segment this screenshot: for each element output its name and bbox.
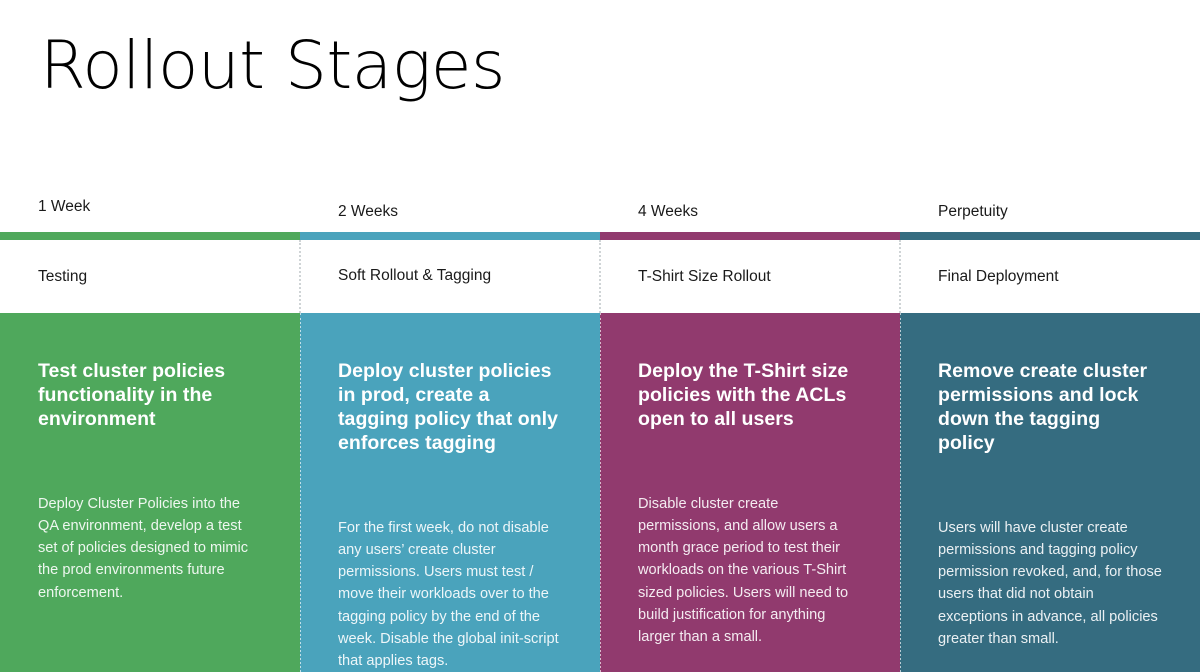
column-separator-dotted	[299, 239, 301, 313]
stage-duration-label: 4 Weeks	[638, 203, 699, 220]
page-title: Rollout Stages	[40, 27, 505, 104]
column-separator-dotted	[599, 240, 601, 313]
stage-column-t-shirt-size-rollout[interactable]: 4 Weeks T-Shirt Size Rollout Deploy the …	[599, 178, 900, 672]
stage-heading: Remove create cluster permissions and lo…	[938, 360, 1148, 454]
stage-accent-bar	[900, 232, 1200, 240]
rollout-stages-grid: 1 Week Testing Test cluster policies fun…	[0, 178, 1200, 672]
stage-column-soft-rollout-and-tagging[interactable]: 2 Weeks Soft Rollout & Tagging Deploy cl…	[299, 178, 600, 672]
stage-duration-label: Perpetuity	[938, 203, 1008, 220]
column-separator-dotted	[900, 313, 901, 672]
stage-name-band: Soft Rollout & Tagging	[299, 239, 600, 313]
stage-name-band: Final Deployment	[899, 240, 1200, 313]
stage-body-panel: Remove create cluster permissions and lo…	[900, 313, 1200, 672]
column-separator-dotted	[600, 313, 601, 672]
column-separator-dotted	[899, 240, 901, 313]
stage-duration-row: 4 Weeks	[600, 178, 900, 232]
stage-body-panel: Deploy cluster policies in prod, create …	[300, 312, 600, 672]
stage-duration-row: Perpetuity	[900, 178, 1200, 232]
stage-column-final-deployment[interactable]: Perpetuity Final Deployment Remove creat…	[899, 178, 1200, 672]
stage-duration-label: 1 Week	[38, 198, 91, 215]
stage-duration-row: 2 Weeks	[300, 178, 600, 232]
stage-description: Disable cluster create permissions, and …	[638, 495, 849, 645]
stage-name-band: T-Shirt Size Rollout	[599, 240, 900, 313]
stage-accent-bar	[600, 232, 900, 240]
stage-accent-bar	[300, 231, 600, 240]
stage-name: T-Shirt Size Rollout	[638, 267, 771, 285]
stage-name: Final Deployment	[938, 267, 1059, 285]
stage-heading: Test cluster policies functionality in t…	[38, 360, 226, 430]
stage-description: Deploy Cluster Policies into the QA envi…	[38, 495, 249, 601]
stage-heading: Deploy the T-Shirt size policies with th…	[638, 360, 849, 430]
stage-name: Testing	[38, 267, 88, 285]
column-separator-dotted	[300, 312, 301, 672]
stage-name-band: Testing	[0, 240, 300, 313]
stage-body-panel: Test cluster policies functionality in t…	[0, 313, 300, 672]
stage-description: Users will have cluster create permissio…	[938, 519, 1162, 647]
stage-heading: Deploy cluster policies in prod, create …	[338, 359, 559, 454]
stage-column-testing[interactable]: 1 Week Testing Test cluster policies fun…	[0, 178, 300, 672]
stage-body-panel: Deploy the T-Shirt size policies with th…	[600, 313, 900, 672]
stage-duration-label: 2 Weeks	[338, 202, 399, 220]
stage-description: For the first week, do not disable any u…	[338, 519, 559, 669]
stage-name: Soft Rollout & Tagging	[338, 267, 492, 285]
stage-accent-bar	[0, 232, 300, 240]
stage-duration-row: 1 Week	[0, 178, 300, 232]
